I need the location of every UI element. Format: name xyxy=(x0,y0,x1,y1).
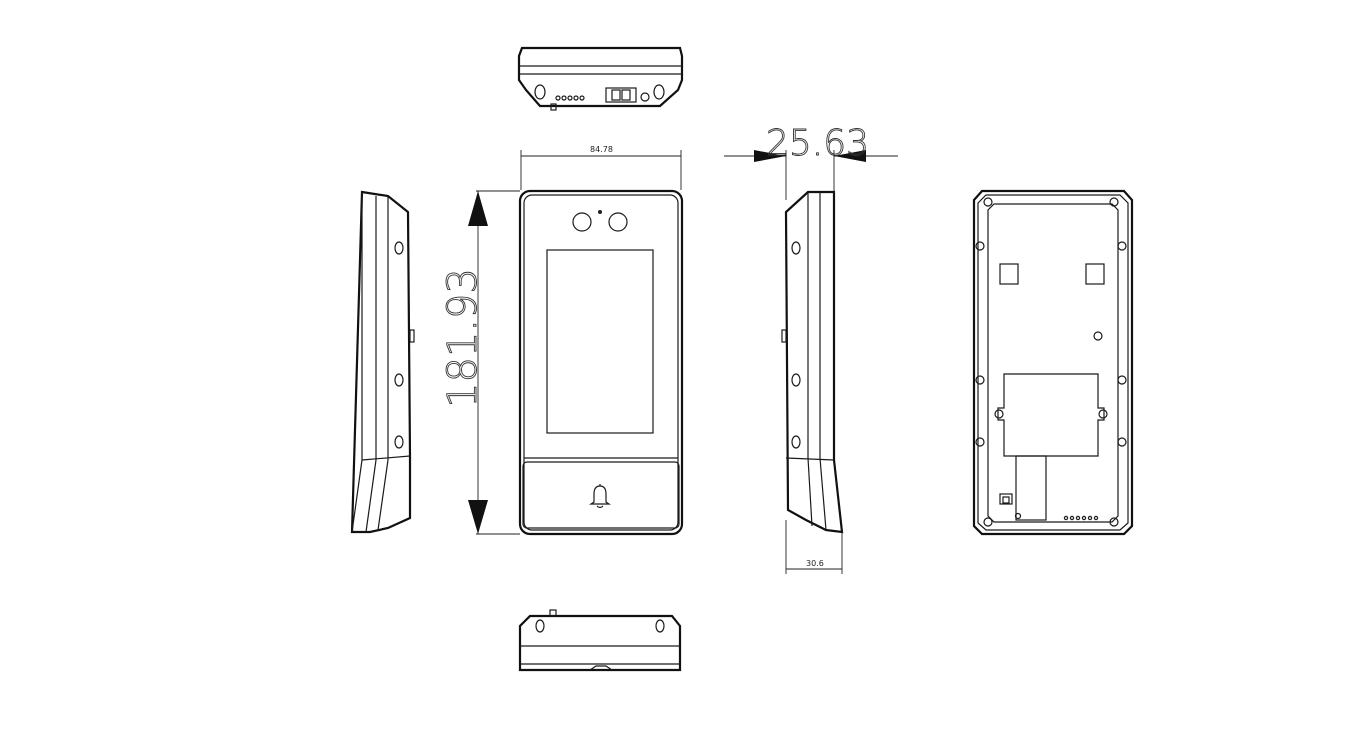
thickness-top-label: 25.63 xyxy=(766,123,869,164)
thickness-bottom-label: 30.6 xyxy=(806,559,824,568)
height-dimension-label: 181.93 xyxy=(440,268,486,408)
width-dimension: 84.78 xyxy=(520,145,682,190)
top-view xyxy=(517,46,684,111)
thickness-top-dimension: 25.63 xyxy=(724,123,898,200)
back-view xyxy=(972,189,1134,536)
connector-pins xyxy=(555,95,585,101)
bottom-view xyxy=(518,609,682,672)
left-side-view xyxy=(350,190,415,534)
back-connector-pins xyxy=(1063,515,1099,521)
front-view xyxy=(518,189,684,536)
bell-icon xyxy=(589,484,611,509)
thickness-bottom-dimension: 30.6 xyxy=(785,520,843,574)
height-dimension: 181.93 xyxy=(440,190,520,535)
screw-holes xyxy=(975,197,1127,527)
right-side-view xyxy=(781,190,844,534)
width-dimension-label: 84.78 xyxy=(590,145,613,154)
